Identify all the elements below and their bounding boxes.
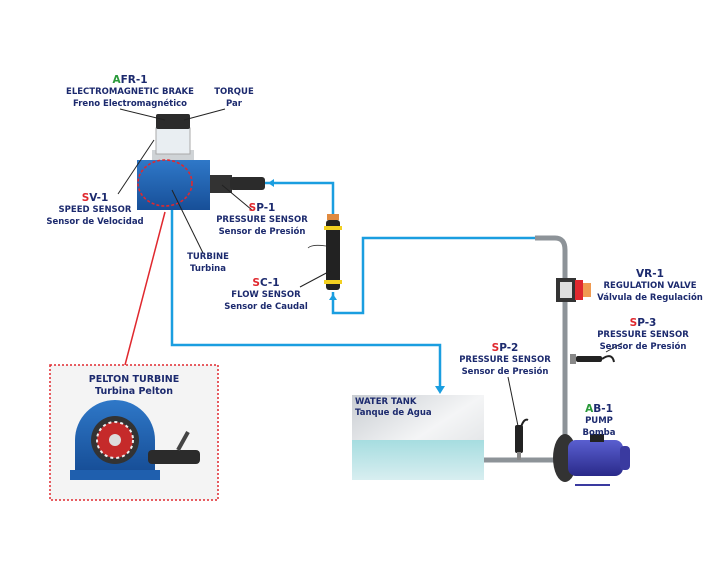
code: V-1 (89, 192, 109, 204)
code-prefix: S (252, 277, 260, 289)
label-es: Sensor de Caudal (224, 301, 308, 312)
label-afr1: AFR-1 ELECTROMAGNETIC BRAKE Freno Electr… (66, 74, 194, 110)
label-en: PRESSURE SENSOR (459, 355, 551, 365)
label-es: Sensor de Presión (599, 341, 687, 352)
code-prefix: S (491, 342, 500, 354)
label-es: Sensor de Presión (461, 366, 549, 377)
label-torque: TORQUE Par (214, 87, 254, 110)
code-prefix: A (585, 403, 594, 415)
label-es: Turbina Pelton (95, 386, 173, 397)
label-es: Par (226, 98, 242, 109)
turbine-highlight (137, 159, 193, 207)
regulation-valve (556, 278, 591, 302)
code: FR-1 (120, 74, 148, 86)
code: B-1 (593, 403, 613, 415)
label-sp2: SP-2 PRESSURE SENSOR Sensor de Presión (459, 342, 551, 378)
label-en: WATER TANK (355, 397, 417, 407)
label-es: Sensor de Presión (218, 226, 306, 237)
label-en: TORQUE (214, 87, 254, 97)
label-turbine: TURBINE Turbina (187, 252, 229, 275)
turbine-assembly (137, 114, 265, 210)
grey-riser-pipe (535, 235, 568, 440)
code: C-1 (259, 277, 280, 289)
code-prefix: S (248, 202, 257, 214)
label-vr1: VR-1 REGULATION VALVE Válvula de Regulac… (597, 268, 703, 304)
label-en: ELECTROMAGNETIC BRAKE (66, 87, 194, 97)
pressure-sensor-sp3 (570, 354, 615, 364)
label-es: Turbina (190, 263, 226, 274)
flow-sensor-sc1 (307, 214, 342, 290)
label-sp3: SP-3 PRESSURE SENSOR Sensor de Presión (597, 317, 689, 353)
pressure-sensor-sp2 (515, 418, 529, 460)
pipe-lines (170, 181, 535, 388)
label-sv1: SV-1 SPEED SENSOR Sensor de Velocidad (46, 192, 143, 228)
label-pelton: PELTON TURBINE Turbina Pelton (89, 374, 179, 398)
tank-water (352, 440, 484, 480)
label-en: PRESSURE SENSOR (216, 215, 308, 225)
code: P-1 (256, 202, 276, 214)
label-es: Válvula de Regulación (597, 292, 703, 303)
label-ab1: AB-1 PUMP Bomba (583, 403, 616, 439)
label-en: SPEED SENSOR (58, 205, 132, 215)
code: P-2 (499, 342, 519, 354)
label-en: PELTON TURBINE (88, 374, 180, 385)
label-es: Sensor de Velocidad (46, 216, 144, 227)
label-sc1: SC-1 FLOW SENSOR Sensor de Caudal (224, 277, 308, 313)
return-arrowhead (435, 386, 445, 394)
label-sp1: SP-1 PRESSURE SENSOR Sensor de Presión (216, 202, 308, 238)
pipe-flow-sensor-to-valve (331, 236, 535, 315)
label-en: FLOW SENSOR (231, 290, 301, 300)
inlet-arrowhead (268, 179, 274, 187)
code-prefix: S (81, 192, 90, 204)
label-en: REGULATION VALVE (603, 281, 697, 291)
pipe-nozzle-to-flow-sensor (265, 181, 335, 218)
detail-connector (124, 211, 166, 366)
flow-arrowhead (329, 294, 337, 300)
leader-lines (117, 108, 253, 254)
code-prefix: S (629, 317, 638, 329)
pelton-turbine-image (70, 400, 200, 480)
label-en: PUMP (585, 416, 613, 426)
label-es: Bomba (582, 427, 616, 438)
code: P-3 (637, 317, 657, 329)
label-en: PRESSURE SENSOR (597, 330, 689, 340)
label-water-tank: WATER TANK Tanque de Agua (355, 397, 432, 419)
pipe-turbine-return (170, 210, 442, 388)
code: VR-1 (636, 268, 664, 280)
label-es: Tanque de Agua (355, 408, 432, 418)
pump-ab1 (553, 434, 630, 486)
code-prefix: A (112, 74, 121, 86)
label-en: TURBINE (187, 252, 229, 262)
label-es: Freno Electromagnético (72, 98, 188, 109)
